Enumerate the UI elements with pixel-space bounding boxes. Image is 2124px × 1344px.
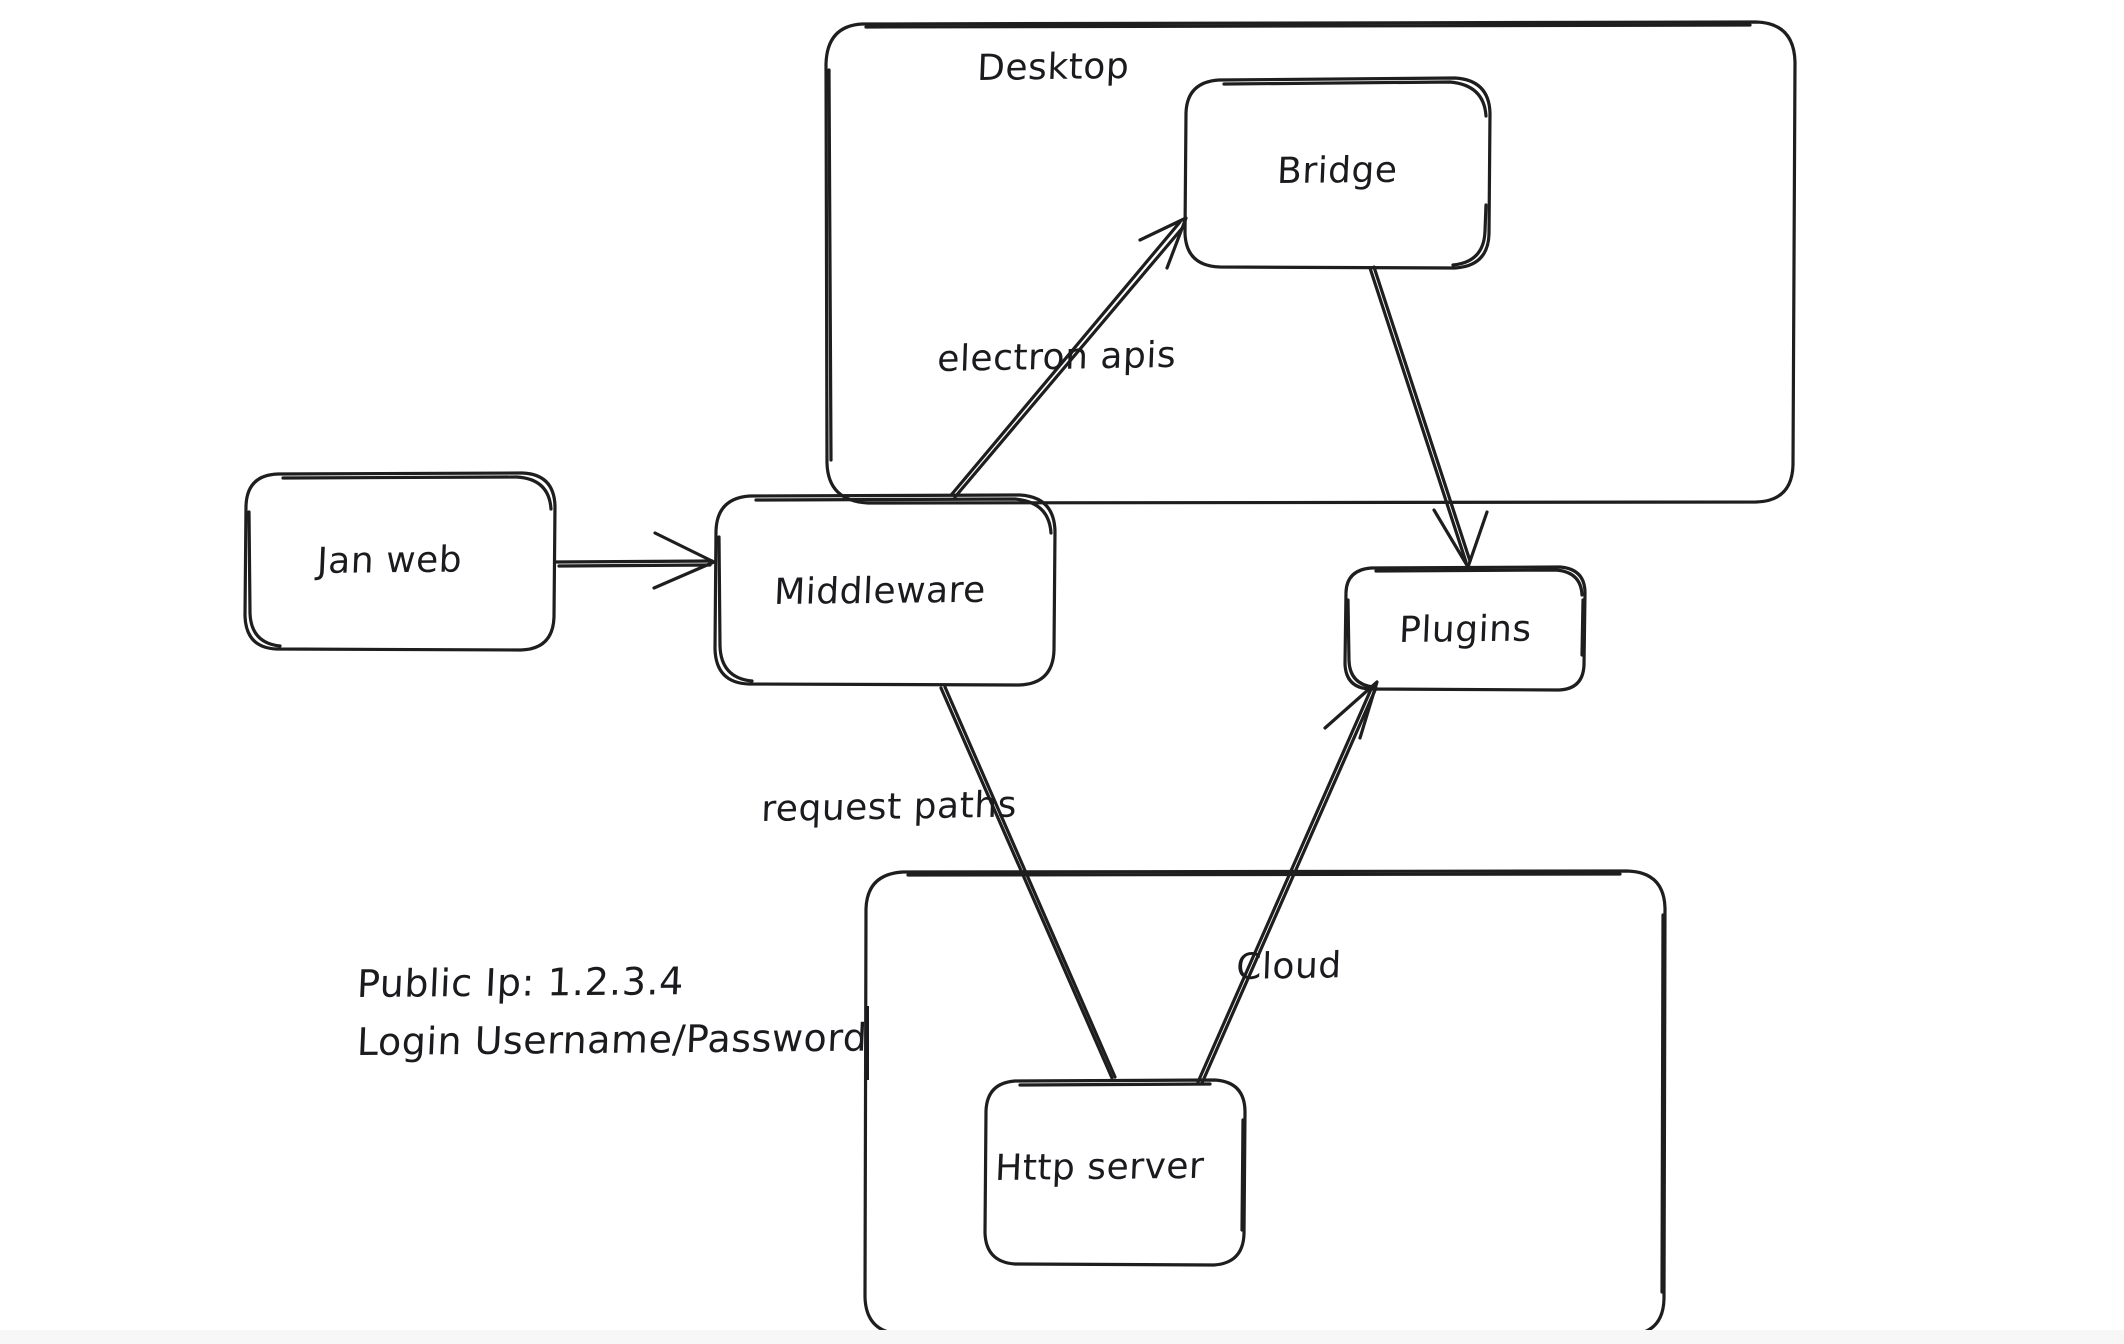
node-bridge-outline [1183,76,1492,270]
node-middleware-outline [713,493,1057,687]
note-login-credentials[interactable]: Login Username/Password [356,1015,869,1064]
container-desktop-outline [824,20,1797,505]
node-plugins-outline [1343,565,1587,692]
text-cursor-caret [866,1006,869,1080]
note-public-ip[interactable]: Public Ip: 1.2.3.4 [356,959,685,1006]
edge-jan-web-to-middleware [554,531,716,590]
node-label-bridge[interactable]: Bridge [1276,149,1399,192]
edge-middleware-to-http-server [939,685,1117,1080]
node-http-server-outline [983,1078,1247,1267]
edge-http-server-to-plugins [1196,680,1379,1085]
bottom-gray-band [0,1330,2124,1344]
edge-label-request-paths: request paths [760,784,1018,830]
edge-bridge-to-plugins [1368,265,1489,569]
node-label-plugins[interactable]: Plugins [1398,608,1533,651]
edge-label-cloud: Cloud [1235,945,1343,988]
edge-label-electron-apis: electron apis [936,334,1177,380]
container-label-desktop: Desktop [976,45,1131,89]
node-label-http-server[interactable]: Http server [994,1145,1206,1189]
node-label-jan-web[interactable]: Jan web [316,539,463,582]
edge-middleware-to-bridge [950,216,1188,499]
node-jan-web-outline [243,471,557,652]
node-label-middleware[interactable]: Middleware [773,569,987,613]
